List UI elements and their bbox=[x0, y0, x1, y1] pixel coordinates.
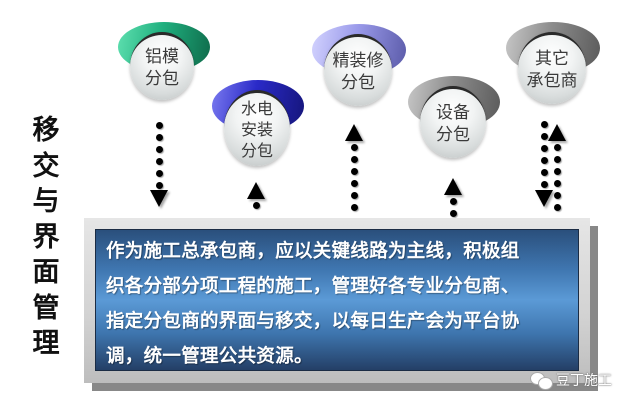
node-mep-installation: 水电 安装 分包 bbox=[210, 80, 306, 166]
title-char: 移 bbox=[32, 115, 60, 146]
node-label: 承包商 bbox=[526, 70, 578, 91]
title-char: 与 bbox=[32, 186, 60, 217]
description-line: 指定分包商的界面与移交，以每日生产会为平台协 bbox=[106, 311, 520, 332]
dotted-line bbox=[350, 144, 358, 216]
node-label: 安装 bbox=[240, 120, 273, 139]
arrow-up-icon bbox=[548, 124, 566, 141]
node-label: 其它 bbox=[535, 48, 569, 69]
bubble-ball: 水电 安装 分包 bbox=[224, 90, 290, 166]
node-label: 分包 bbox=[145, 68, 179, 89]
description-line: 调，统一管理公共资源。 bbox=[106, 346, 313, 367]
description-line: 织各分部分项工程的施工，管理好各专业分包商、 bbox=[106, 276, 520, 297]
title-char: 理 bbox=[32, 328, 60, 359]
watermark: 豆丁施工 bbox=[530, 370, 612, 390]
bubble-ball: 其它 承包商 bbox=[518, 32, 586, 104]
node-other-contractors: 其它 承包商 bbox=[506, 22, 602, 106]
vertical-title: 移 交 与 界 面 管 理 bbox=[28, 113, 64, 362]
description-line: 作为施工总承包商，应以关键线路为主线，积极组 bbox=[106, 241, 520, 262]
node-aluminum-formwork: 铝模 分包 bbox=[118, 22, 214, 102]
arrow-down-icon bbox=[535, 190, 553, 207]
node-equipment: 设备 分包 bbox=[408, 76, 502, 162]
dotted-line bbox=[252, 202, 260, 214]
dotted-line bbox=[449, 198, 457, 222]
node-label: 水电 bbox=[240, 99, 273, 118]
node-fine-decoration: 精装修 分包 bbox=[312, 24, 408, 108]
node-label: 分包 bbox=[436, 124, 470, 145]
bubble-ball: 设备 分包 bbox=[420, 86, 486, 158]
watermark-text: 豆丁施工 bbox=[556, 373, 612, 389]
node-label: 精装修 bbox=[332, 50, 384, 71]
description-box: 作为施工总承包商，应以关键线路为主线，积极组 织各分部分项工程的施工，管理好各专… bbox=[95, 229, 579, 371]
arrow-down-icon bbox=[150, 190, 168, 207]
node-label: 设备 bbox=[436, 102, 470, 123]
title-char: 面 bbox=[32, 257, 60, 288]
arrow-up-icon bbox=[345, 124, 363, 141]
title-char: 界 bbox=[32, 221, 60, 253]
title-char: 交 bbox=[32, 150, 60, 182]
arrow-up-icon bbox=[444, 178, 462, 195]
title-char: 管 bbox=[32, 292, 60, 324]
dotted-line bbox=[155, 122, 163, 194]
node-label: 铝模 bbox=[145, 46, 179, 67]
dotted-line bbox=[553, 144, 561, 216]
node-label: 分包 bbox=[341, 72, 375, 93]
node-label: 分包 bbox=[240, 141, 273, 160]
bubble-ball: 精装修 分包 bbox=[324, 34, 392, 106]
wechat-icon bbox=[530, 372, 553, 390]
dotted-line bbox=[540, 121, 548, 193]
bubble-ball: 铝模 分包 bbox=[130, 32, 194, 100]
arrow-up-icon bbox=[247, 182, 265, 199]
